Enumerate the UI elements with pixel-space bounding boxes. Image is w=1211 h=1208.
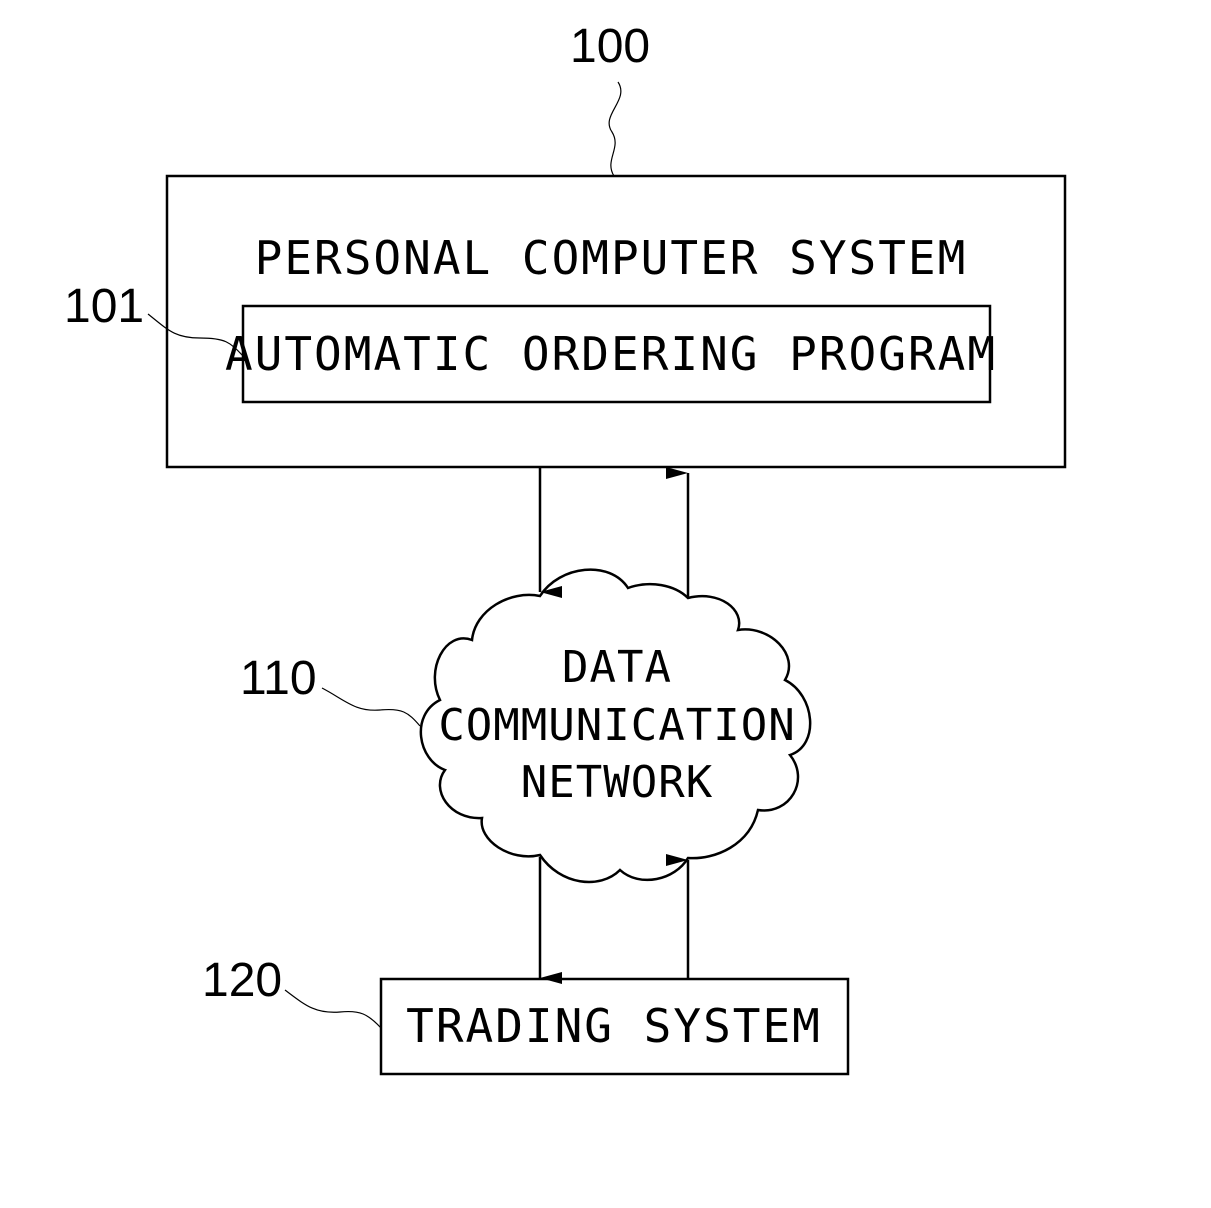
ref-label-101: 101 xyxy=(64,280,144,333)
network-label-line3: NETWORK xyxy=(521,757,713,808)
ref-label-100: 100 xyxy=(570,20,650,73)
ref-label-120: 120 xyxy=(202,954,282,1007)
leader-line-110 xyxy=(322,688,420,726)
program-label: AUTOMATIC ORDERING PROGRAM xyxy=(225,327,997,381)
ref-label-110: 110 xyxy=(240,652,317,705)
network-label-line1: DATA xyxy=(562,642,672,693)
pc-system-box xyxy=(167,176,1065,467)
network-label-line2: COMMUNICATION xyxy=(438,700,795,751)
leader-line-100 xyxy=(609,82,621,176)
leader-line-120 xyxy=(285,990,381,1028)
trading-system-label: TRADING SYSTEM xyxy=(406,999,822,1053)
pc-system-title: PERSONAL COMPUTER SYSTEM xyxy=(255,231,968,285)
